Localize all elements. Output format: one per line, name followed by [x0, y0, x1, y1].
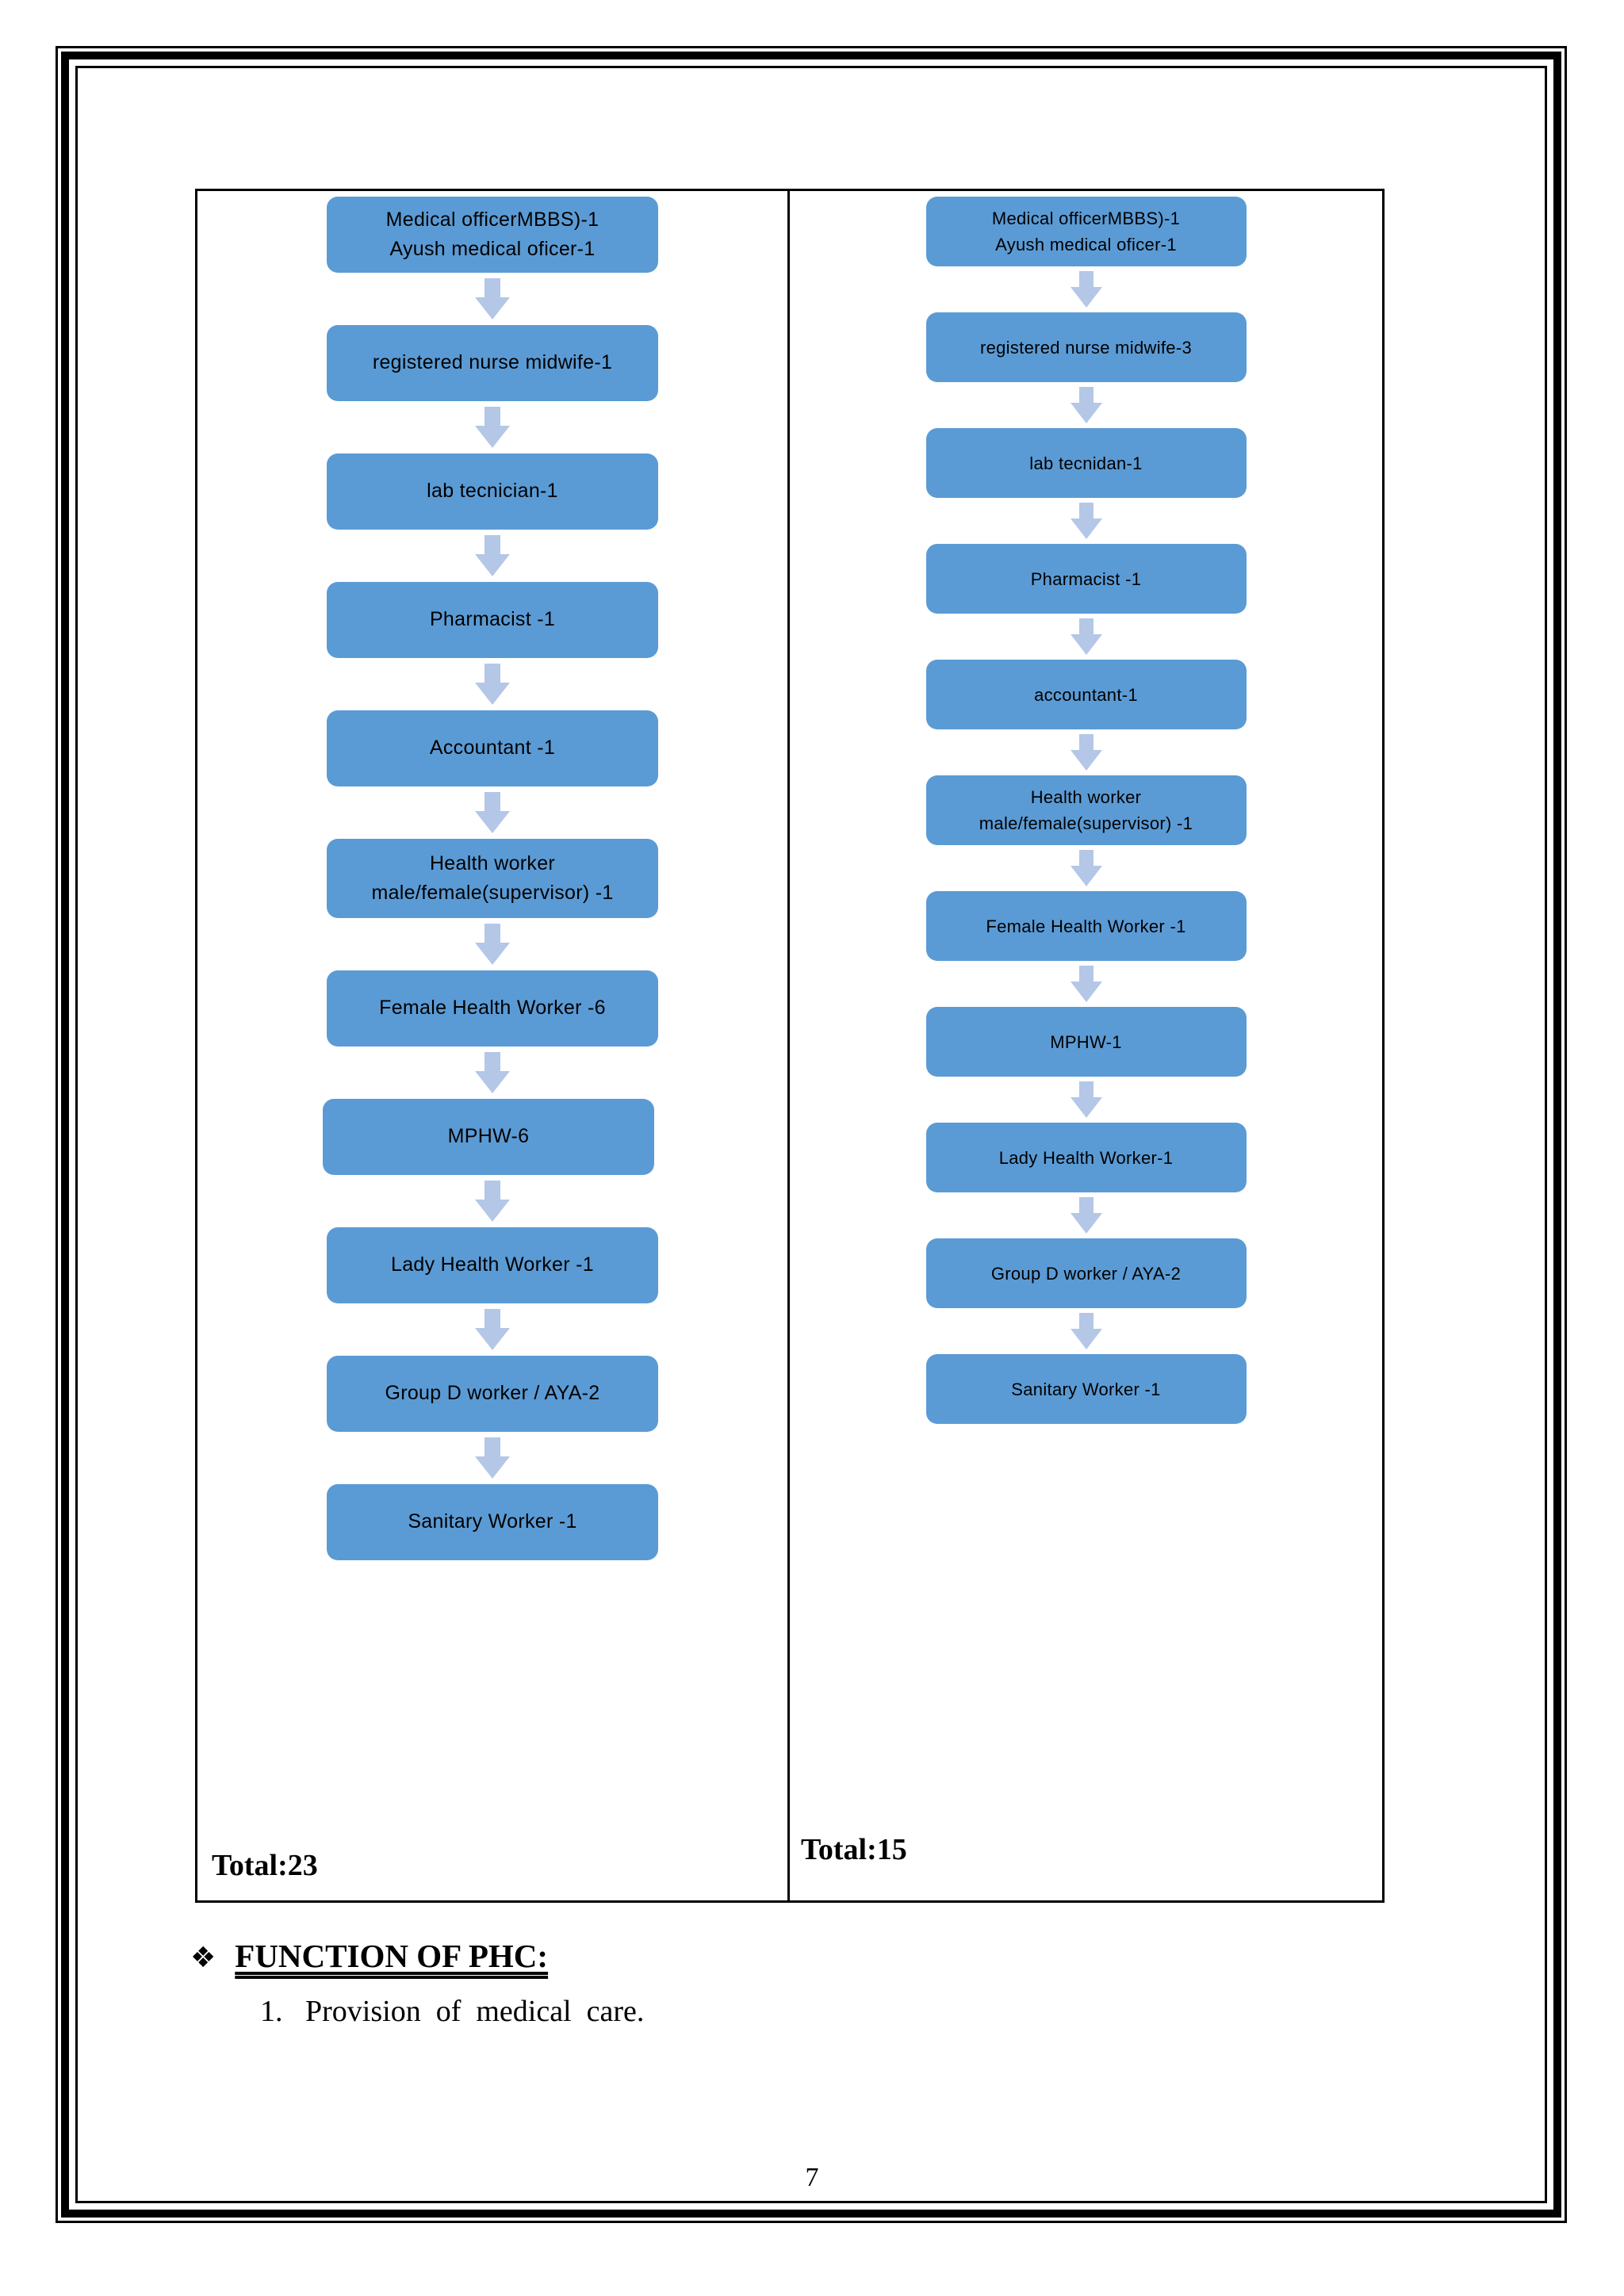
down-arrow-icon	[1070, 503, 1102, 539]
total-label-left: Total:23	[212, 1849, 318, 1882]
down-arrow-icon	[1070, 1197, 1102, 1234]
flow-node-line: Health worker	[1030, 787, 1142, 807]
flow-node-line: Ayush medical oficer-1	[389, 238, 596, 260]
flow-node: MPHW-6	[323, 1099, 654, 1175]
flow-node: accountant-1	[925, 660, 1247, 729]
down-arrow-icon	[475, 1437, 510, 1479]
flow-node-line: male/female(supervisor) -1	[371, 882, 614, 904]
flow-node-line: Pharmacist -1	[1030, 568, 1142, 589]
flow-node-line: Group D worker / AYA-2	[385, 1382, 600, 1405]
page-border-thick-line	[61, 52, 1561, 2218]
flow-node-line: Female Health Worker -6	[379, 997, 606, 1020]
flow-node-line: lab tecnidan-1	[1029, 453, 1143, 473]
flow-node: MPHW-1	[925, 1007, 1247, 1077]
flow-node: Female Health Worker -1	[925, 891, 1247, 961]
flow-node: lab tecnidan-1	[925, 428, 1247, 498]
function-of-phc-section: ❖ FUNCTION OF PHC: 1. Provision of medic…	[190, 1937, 1380, 2029]
table-cell-left-column: Medical officerMBBS)-1 Ayush medical ofi…	[197, 191, 790, 1900]
down-arrow-icon	[475, 792, 510, 833]
flow-node: Pharmacist -1	[327, 582, 658, 658]
down-arrow-icon	[475, 1181, 510, 1222]
down-arrow-icon	[475, 924, 510, 965]
down-arrow-icon	[1070, 966, 1102, 1002]
down-arrow-icon	[475, 1309, 510, 1350]
flow-node-line: Health worker	[429, 851, 556, 874]
staffing-comparison-table: Medical officerMBBS)-1 Ayush medical ofi…	[195, 189, 1385, 1903]
flow-node: Group D worker / AYA-2	[925, 1238, 1247, 1308]
down-arrow-icon	[475, 535, 510, 576]
flow-node-line: Lady Health Worker -1	[391, 1253, 594, 1276]
down-arrow-icon	[1070, 618, 1102, 655]
flow-node: lab tecnician-1	[327, 453, 658, 530]
flow-node: registered nurse midwife-1	[327, 325, 658, 401]
flow-node-line: Medical officerMBBS)-1	[991, 209, 1181, 228]
flow-node-line: male/female(supervisor) -1	[979, 813, 1193, 833]
flow-node: Lady Health Worker-1	[925, 1123, 1247, 1192]
down-arrow-icon	[475, 407, 510, 448]
section-heading: ❖ FUNCTION OF PHC:	[190, 1937, 1380, 1975]
down-arrow-icon	[1070, 387, 1102, 423]
down-arrow-icon	[1070, 734, 1102, 771]
page-content: Medical officerMBBS)-1 Ayush medical ofi…	[79, 70, 1545, 2201]
page-border-inner-line	[75, 66, 1547, 2203]
flow-node: Health worker male/female(supervisor) -1	[327, 839, 658, 918]
flow-node-line: registered nurse midwife-1	[372, 351, 613, 374]
page-border-outer-line	[56, 46, 1567, 2223]
diamond-bullet-icon: ❖	[190, 1942, 216, 1974]
flow-node-line: Sanitary Worker -1	[408, 1510, 577, 1533]
down-arrow-icon	[1070, 1081, 1102, 1118]
table-cell-right-column: Medical officerMBBS)-1 Ayush medical ofi…	[790, 191, 1382, 1900]
flow-node-line: Female Health Worker -1	[986, 916, 1186, 936]
flow-node-line: Group D worker / AYA-2	[990, 1263, 1182, 1284]
flow-node-line: MPHW-6	[447, 1125, 530, 1148]
flow-node: Female Health Worker -6	[327, 970, 658, 1047]
flow-node-line: registered nurse midwife-3	[979, 337, 1193, 358]
flow-node: Accountant -1	[327, 710, 658, 786]
flow-node: Pharmacist -1	[925, 544, 1247, 614]
down-arrow-icon	[475, 664, 510, 705]
down-arrow-icon	[1070, 1313, 1102, 1349]
flow-node: Sanitary Worker -1	[327, 1484, 658, 1560]
flow-node: Lady Health Worker -1	[327, 1227, 658, 1303]
flow-node: registered nurse midwife-3	[925, 312, 1247, 382]
flow-node-line: lab tecnician-1	[427, 480, 558, 503]
flow-node-line: MPHW-1	[1050, 1031, 1122, 1052]
flow-node: Health worker male/female(supervisor) -1	[925, 775, 1247, 845]
down-arrow-icon	[1070, 850, 1102, 886]
section-heading-text: FUNCTION OF PHC:	[235, 1938, 549, 1974]
down-arrow-icon	[1070, 271, 1102, 308]
flow-node: Sanitary Worker -1	[925, 1354, 1247, 1424]
flow-node-line: Pharmacist -1	[429, 608, 556, 631]
list-item: 1. Provision of medical care.	[260, 1995, 645, 2028]
flow-node-line: Medical officerMBBS)-1	[385, 208, 599, 231]
flow-node-line: Lady Health Worker-1	[998, 1147, 1174, 1168]
flow-node-line: Accountant -1	[429, 737, 556, 760]
flow-node: Group D worker / AYA-2	[327, 1356, 658, 1432]
flow-node: Medical officerMBBS)-1 Ayush medical ofi…	[327, 197, 658, 273]
down-arrow-icon	[475, 278, 510, 320]
flow-chain-left: Medical officerMBBS)-1 Ayush medical ofi…	[197, 191, 787, 1560]
flow-node-line: Ayush medical oficer-1	[995, 235, 1177, 254]
flow-node-line: Sanitary Worker -1	[1011, 1379, 1161, 1399]
flow-node: Medical officerMBBS)-1 Ayush medical ofi…	[925, 197, 1247, 266]
down-arrow-icon	[475, 1052, 510, 1093]
flow-chain-right: Medical officerMBBS)-1 Ayush medical ofi…	[790, 191, 1382, 1424]
page-number: 7	[805, 2163, 819, 2192]
total-label-right: Total:15	[801, 1833, 907, 1866]
flow-node-line: accountant-1	[1034, 684, 1138, 705]
